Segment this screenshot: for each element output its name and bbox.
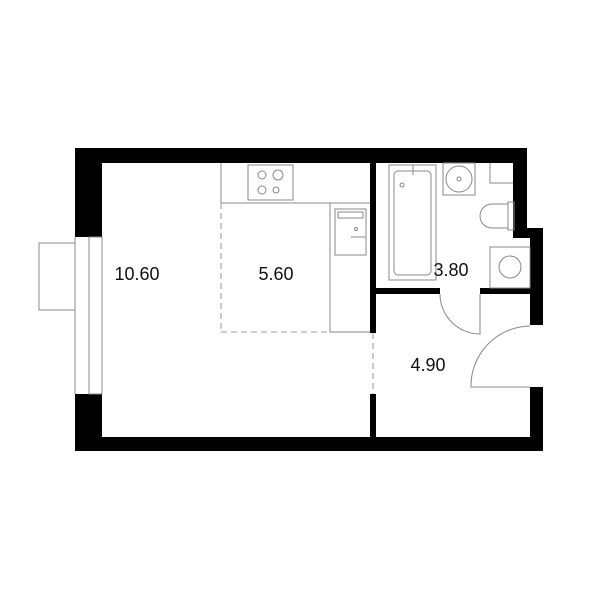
entrance-door bbox=[470, 325, 531, 388]
stove-icon bbox=[247, 164, 294, 201]
room-area-kitchen: 5.60 bbox=[258, 264, 293, 284]
doors bbox=[372, 293, 531, 394]
bathroom-door bbox=[439, 293, 481, 335]
room-area-living: 10.60 bbox=[114, 264, 159, 284]
window bbox=[38, 236, 103, 395]
room-area-hallway: 4.90 bbox=[410, 355, 445, 375]
bathtub-icon bbox=[388, 164, 437, 281]
bathroom-fixtures bbox=[388, 162, 531, 289]
washing-machine-icon bbox=[489, 246, 531, 289]
room-area-bathroom: 3.80 bbox=[433, 260, 468, 280]
washbasin-icon bbox=[442, 162, 476, 196]
walls bbox=[75, 148, 543, 451]
shower-icon bbox=[489, 163, 513, 184]
toilet-icon bbox=[479, 203, 509, 229]
sink-icon bbox=[334, 208, 367, 256]
kitchen-fixtures bbox=[220, 163, 370, 333]
balcony-unit bbox=[38, 242, 76, 311]
